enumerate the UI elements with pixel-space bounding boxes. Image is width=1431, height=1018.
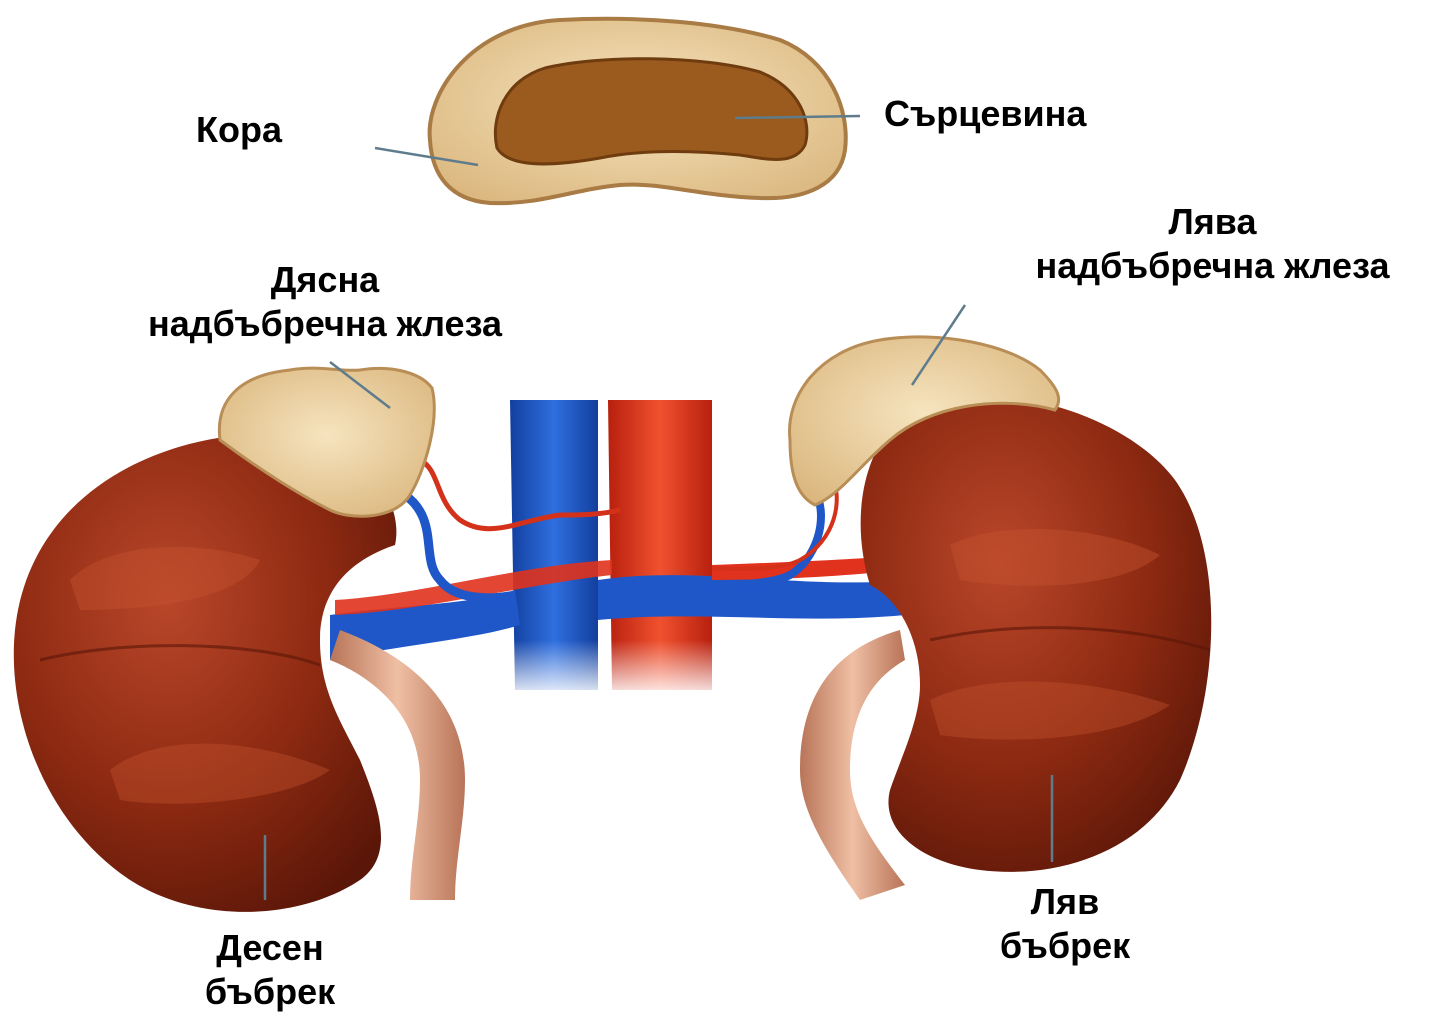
left-kidney-label: Ляв бъбрек <box>955 880 1175 968</box>
adrenal-medulla-shape <box>495 59 807 164</box>
vessel-fade <box>500 640 730 700</box>
medulla-label: Сърцевина <box>884 92 1086 136</box>
right-kidney-label-line1: Десен <box>160 926 380 970</box>
cortex-label: Кора <box>196 108 282 152</box>
right-kidney-label: Десен бъбрек <box>160 926 380 1014</box>
left-adrenal-gland-label-line2: надбъбречна жлеза <box>1000 244 1425 288</box>
left-adrenal-gland-label-line1: Лява <box>1000 200 1425 244</box>
right-adrenal-gland-label-line1: Дясна <box>115 258 535 302</box>
left-adrenal-gland-label: Лява надбъбречна жлеза <box>1000 200 1425 288</box>
left-kidney-label-line2: бъбрек <box>955 924 1175 968</box>
adrenal-cross-section <box>430 19 846 203</box>
left-kidney <box>861 395 1212 872</box>
left-kidney-group <box>861 395 1212 872</box>
right-kidney-label-line2: бъбрек <box>160 970 380 1014</box>
left-kidney-label-line1: Ляв <box>955 880 1175 924</box>
right-adrenal-gland-label-line2: надбъбречна жлеза <box>115 302 535 346</box>
left-ureter <box>800 630 905 900</box>
right-adrenal-gland-label: Дясна надбъбречна жлеза <box>115 258 535 346</box>
